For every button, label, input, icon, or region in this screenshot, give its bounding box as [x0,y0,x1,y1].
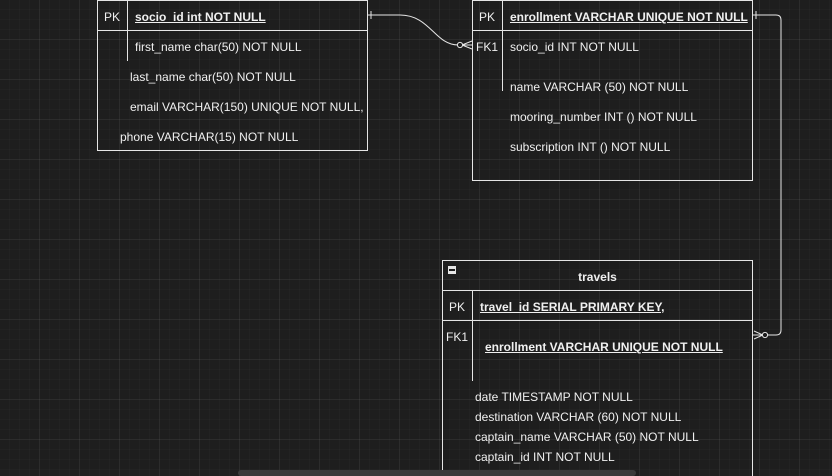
travels-table[interactable]: travels PK travel_id SERIAL PRIMARY KEY,… [442,260,753,476]
enrollment-column-name[interactable]: name VARCHAR (50) NOT NULL [510,80,689,94]
travels-key-column-divider [472,291,473,381]
socio-id-column[interactable]: socio_id int NOT NULL [135,10,266,24]
enrollment-column-mooring-number[interactable]: mooring_number INT () NOT NULL [510,110,697,124]
collapse-icon[interactable] [448,266,456,274]
travels-column-captain-id[interactable]: captain_id INT NOT NULL [475,450,615,464]
enrollment-column-subscription[interactable]: subscription INT () NOT NULL [510,140,671,154]
horizontal-scrollbar[interactable] [238,470,636,476]
enrollment-table[interactable]: PK enrollment VARCHAR UNIQUE NOT NULL FK… [472,0,753,181]
travels-table-title: travels [578,270,617,284]
relationship-enrollment-travels[interactable] [753,11,782,340]
socio-table[interactable]: PK socio_id int NOT NULL first_name char… [97,0,368,151]
socio-key-column-divider [127,1,128,61]
socio-column-last-name[interactable]: last_name char(50) NOT NULL [130,70,296,84]
travels-column-date[interactable]: date TIMESTAMP NOT NULL [475,390,633,404]
enrollment-pk-label: PK [479,10,496,24]
socio-column-phone[interactable]: phone VARCHAR(15) NOT NULL [120,130,299,144]
travels-column-enrollment[interactable]: enrollment VARCHAR UNIQUE NOT NULL [485,340,723,354]
relationship-socio-enrollment[interactable] [368,11,473,50]
socio-column-email[interactable]: email VARCHAR(150) UNIQUE NOT NULL, [130,100,364,114]
socio-column-first-name[interactable]: first_name char(50) NOT NULL [135,40,302,54]
travels-pk-label: PK [449,300,466,314]
travels-title-divider [443,290,752,291]
travels-id-column[interactable]: travel_id SERIAL PRIMARY KEY, [480,300,665,314]
socio-header-divider [98,30,367,31]
travels-column-destination[interactable]: destination VARCHAR (60) NOT NULL [475,410,682,424]
socio-pk-label: PK [104,10,121,24]
enrollment-id-column[interactable]: enrollment VARCHAR UNIQUE NOT NULL [510,10,748,24]
enrollment-key-column-divider [502,1,503,91]
travels-column-captain-name[interactable]: captain_name VARCHAR (50) NOT NULL [475,430,699,444]
enrollment-header-divider [473,30,752,31]
travels-pk-divider [443,320,752,321]
enrollment-fk-label: FK1 [476,40,499,54]
travels-fk-label: FK1 [446,330,469,344]
enrollment-column-socio-id[interactable]: socio_id INT NOT NULL [510,40,639,54]
